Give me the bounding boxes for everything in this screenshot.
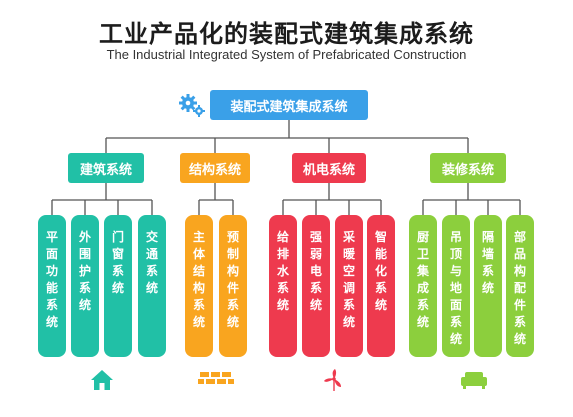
leaf-item: 采暖空调系统 <box>335 215 363 357</box>
leaf-item: 吊顶与地面系统 <box>442 215 470 357</box>
category-structure: 结构系统 <box>180 153 250 183</box>
leaf-item: 隔墙系统 <box>474 215 502 357</box>
leaf-item: 交通系统 <box>138 215 166 357</box>
leaf-item: 厨卫集成系统 <box>409 215 437 357</box>
leaf-item: 主体结构系统 <box>185 215 213 357</box>
leaf-item: 强弱电系统 <box>302 215 330 357</box>
root-system-box: 装配式建筑集成系统 <box>210 90 368 120</box>
leaf-item: 智能化系统 <box>367 215 395 357</box>
leaf-item: 预制构件系统 <box>219 215 247 357</box>
fan-icon <box>324 369 341 391</box>
page-subtitle: The Industrial Integrated System of Pref… <box>106 47 467 62</box>
category-mep: 机电系统 <box>292 153 366 183</box>
house-icon <box>91 370 113 390</box>
leaf-item: 部品构配件系统 <box>506 215 534 357</box>
leaf-item: 给排水系统 <box>269 215 297 357</box>
gears-icon <box>179 94 205 117</box>
page-title: 工业产品化的装配式建筑集成系统 <box>99 20 474 48</box>
leaf-item: 平面功能系统 <box>38 215 66 357</box>
sofa-icon <box>461 372 487 389</box>
leaf-item: 外围护系统 <box>71 215 99 357</box>
bricks-icon <box>198 372 234 384</box>
category-decoration: 装修系统 <box>430 153 506 183</box>
category-architecture: 建筑系统 <box>68 153 144 183</box>
leaf-item: 门窗系统 <box>104 215 132 357</box>
